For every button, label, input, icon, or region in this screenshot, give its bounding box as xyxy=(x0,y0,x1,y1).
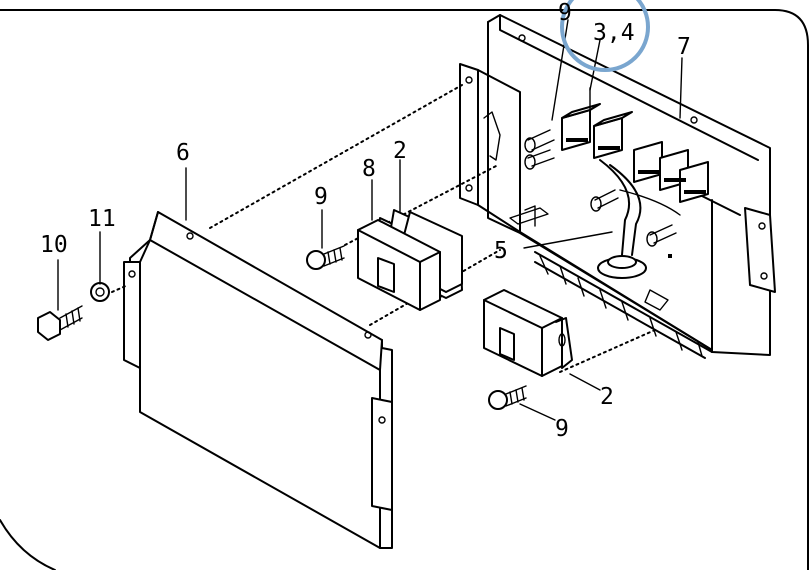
callout-upper-connector: 2 xyxy=(393,138,407,164)
callout-relay-group: 3,4 xyxy=(593,20,635,46)
cover-nut xyxy=(90,282,110,302)
callout-harness: 5 xyxy=(494,238,508,264)
wire-harness xyxy=(534,159,713,359)
callout-upper-screw: 9 xyxy=(314,184,328,210)
callout-gasket: 8 xyxy=(362,156,376,182)
callout-box: 7 xyxy=(677,34,691,60)
callout-cover-bolt: 10 xyxy=(40,232,68,258)
cover-bolt xyxy=(37,305,83,341)
callout-lower-screw: 9 xyxy=(555,416,569,442)
diagram-frame xyxy=(0,9,809,570)
callout-cover: 6 xyxy=(176,140,190,166)
electrical-box xyxy=(459,14,776,356)
relay-group xyxy=(561,87,709,203)
diagram-frame-bottom-left xyxy=(0,519,56,570)
callout-cover-nut: 11 xyxy=(88,206,116,232)
cover-plate xyxy=(123,211,393,549)
callout-lower-connector: 2 xyxy=(600,384,614,410)
leader-lines xyxy=(57,19,683,421)
upper-connector-assembly xyxy=(357,209,463,311)
screw-upper xyxy=(306,245,345,270)
screw-lower xyxy=(488,385,527,410)
callout-screw-top: 9 xyxy=(558,0,572,26)
highlight-circle xyxy=(560,0,650,72)
lower-connector-assembly xyxy=(483,289,573,377)
alignment-lines xyxy=(111,84,656,373)
